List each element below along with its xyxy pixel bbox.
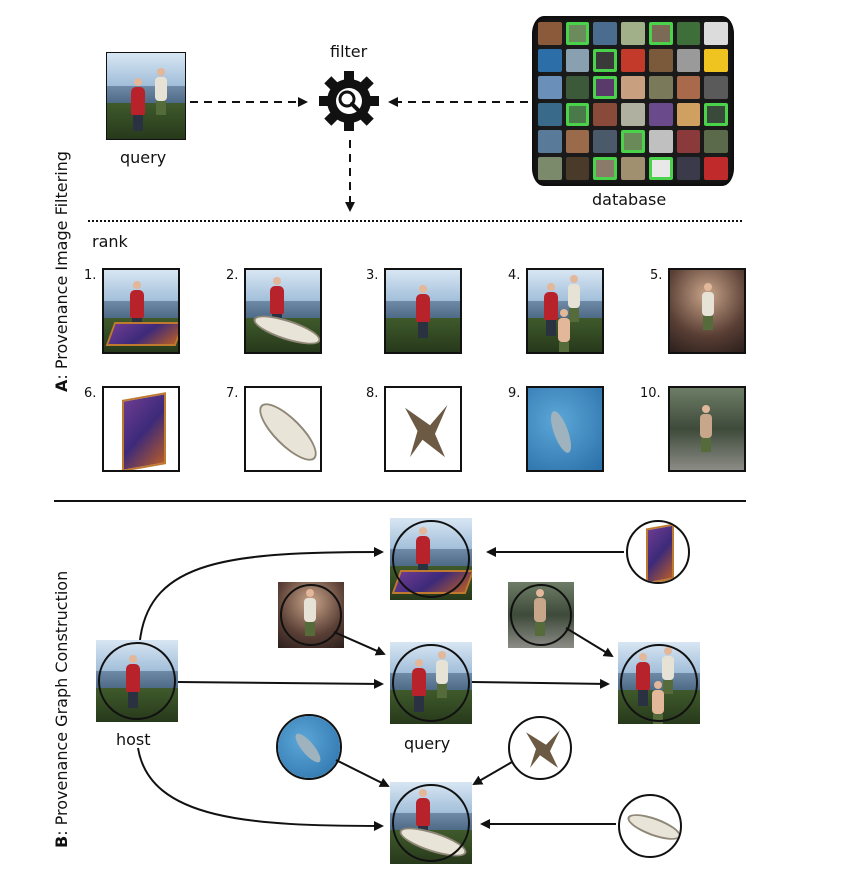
rank-number: 6.: [84, 386, 97, 401]
database-label: database: [592, 190, 667, 209]
query-to-sumo-composite-arrow: [471, 678, 610, 689]
rank-4-image: [526, 268, 604, 354]
database-image-wall: [532, 16, 734, 186]
host-image: [96, 640, 178, 722]
carpet-composite-image: [390, 518, 472, 600]
rank-7-image: [244, 386, 322, 472]
rank-number: 10.: [640, 386, 661, 401]
whale-donor-image: [276, 714, 342, 780]
garden-donor-image: [508, 582, 574, 648]
rank-label: rank: [92, 232, 128, 251]
filter-label: filter: [330, 42, 368, 61]
rank-separator: [88, 220, 742, 222]
whale-to-board-composite-arrow: [335, 759, 390, 787]
rank-number: 9.: [508, 386, 521, 401]
rank-number: 2.: [226, 268, 239, 283]
query-image: [106, 52, 186, 140]
rank-5-image: [668, 268, 746, 354]
rank-number: 8.: [366, 386, 379, 401]
board-composite-image: [390, 782, 472, 864]
query-label: query: [120, 148, 167, 167]
rank-number: 7.: [226, 386, 239, 401]
rank-6-image: [102, 386, 180, 472]
host-to-query-arrow: [177, 678, 384, 689]
rank-9-image: [526, 386, 604, 472]
shark-donor-image: [508, 716, 572, 780]
crowd-donor-image: [278, 582, 344, 648]
database-grid: [538, 22, 728, 180]
carpet-donor-image: [626, 520, 690, 584]
host-to-carpet-composite-arrow: [139, 547, 384, 641]
shark-to-board-composite-arrow: [472, 761, 513, 786]
board-donor-image: [618, 794, 682, 858]
host-label: host: [116, 730, 151, 749]
crowd-to-query-arrow: [333, 631, 386, 656]
rank-number: 4.: [508, 268, 521, 283]
query-node-label: query: [404, 734, 451, 753]
host-to-board-composite-arrow: [137, 747, 384, 831]
rank-2-image: [244, 268, 322, 354]
rank-3-image: [384, 268, 462, 354]
garden-to-sumo-composite-arrow: [565, 627, 614, 658]
rank-8-image: [384, 386, 462, 472]
rank-10-image: [668, 386, 746, 472]
rank-1-image: [102, 268, 180, 354]
sumo-composite-image: [618, 642, 700, 724]
rank-number: 5.: [650, 268, 663, 283]
rank-number: 3.: [366, 268, 379, 283]
rank-number: 1.: [84, 268, 97, 283]
query-node-image: [390, 642, 472, 724]
gear-search-icon: [318, 70, 380, 132]
panel-divider: [54, 500, 746, 502]
